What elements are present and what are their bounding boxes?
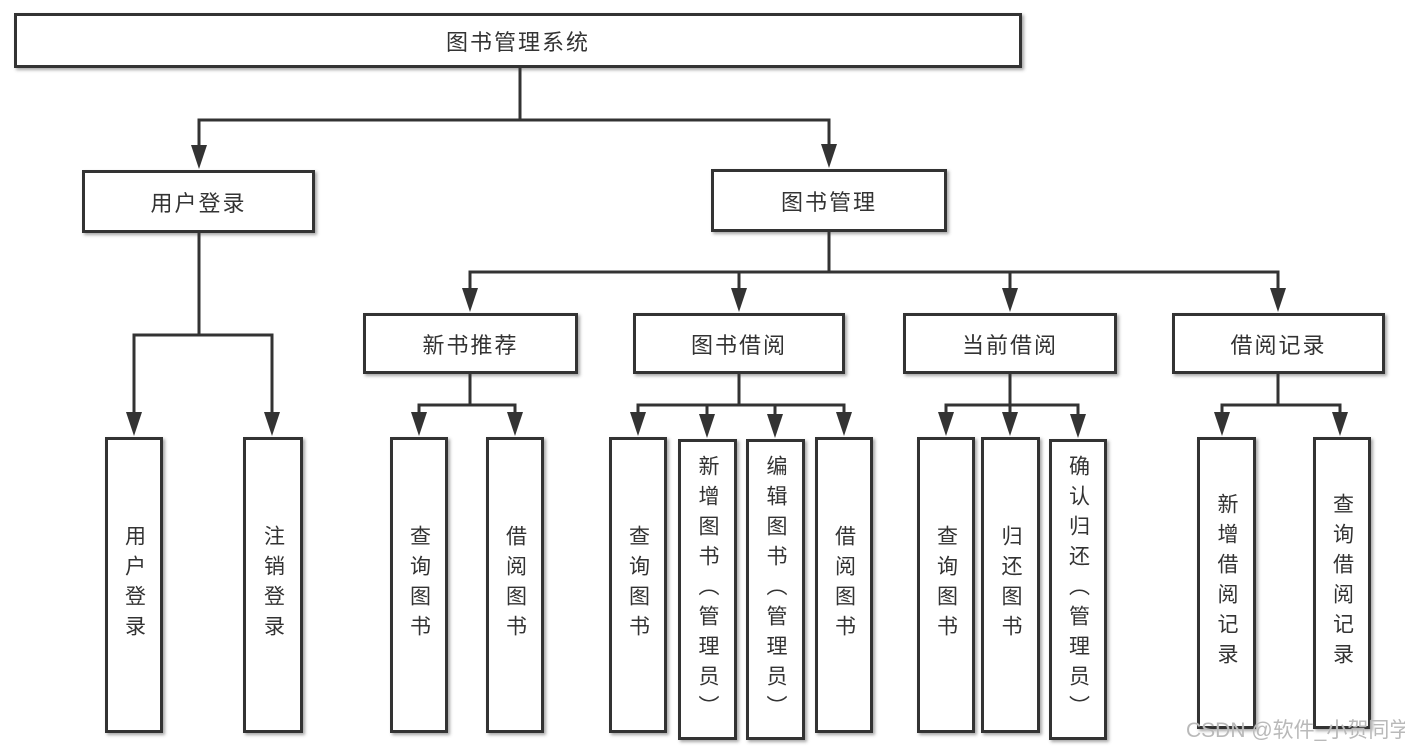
csdn-watermark: CSDN @软件_小贺同学 <box>1186 719 1405 742</box>
leaf-query-borrow-record-label: 查询借阅记录 <box>1330 493 1354 673</box>
leaf-confirm-return-admin: 确认归还（管理员） <box>1049 439 1107 740</box>
arrowheads <box>126 144 1348 438</box>
node-book-borrow: 图书借阅 <box>633 313 845 374</box>
node-book-management: 图书管理 <box>711 169 947 232</box>
leaf-query-book-borrow: 查询图书 <box>609 437 667 733</box>
leaf-user-login: 用户登录 <box>105 437 163 733</box>
leaf-return-book: 归还图书 <box>981 437 1040 733</box>
node-current-borrow-label: 当前借阅 <box>961 332 1058 358</box>
node-library-system-label: 图书管理系统 <box>445 29 590 55</box>
connector-new-book-branch <box>417 374 517 416</box>
leaf-add-book-admin: 新增图书（管理员） <box>678 439 737 740</box>
connector-user-login-branch <box>132 233 274 416</box>
leaf-user-login-label: 用户登录 <box>122 525 146 645</box>
node-borrow-records-label: 借阅记录 <box>1230 332 1327 358</box>
leaf-query-book-current: 查询图书 <box>917 437 975 733</box>
leaf-add-borrow-record-label: 新增借阅记录 <box>1215 493 1238 673</box>
connector-book-borrow-branch <box>636 374 846 418</box>
leaf-query-book-current-label: 查询图书 <box>934 525 958 645</box>
connector-book-management-branch <box>468 232 1280 293</box>
leaf-edit-book-admin-label: 编辑图书（管理员） <box>764 454 787 725</box>
leaf-logout-label: 注销登录 <box>261 525 285 645</box>
connector-current-borrow-branch <box>944 374 1080 418</box>
leaf-query-book-recommend-label: 查询图书 <box>407 525 431 645</box>
node-borrow-records: 借阅记录 <box>1172 313 1385 374</box>
node-library-system: 图书管理系统 <box>14 13 1022 68</box>
leaf-add-book-admin-label: 新增图书（管理员） <box>696 454 719 725</box>
leaf-add-borrow-record: 新增借阅记录 <box>1197 437 1256 729</box>
node-book-management-label: 图书管理 <box>780 189 877 215</box>
leaf-borrow-book: 借阅图书 <box>815 437 873 733</box>
node-current-borrow: 当前借阅 <box>903 313 1117 374</box>
leaf-borrow-book-recommend-label: 借阅图书 <box>503 525 527 645</box>
leaf-confirm-return-admin-label: 确认归还（管理员） <box>1066 454 1090 725</box>
leaf-return-book-label: 归还图书 <box>999 525 1022 645</box>
node-user-login-label: 用户登录 <box>150 190 247 216</box>
node-new-book-recommend: 新书推荐 <box>363 313 578 374</box>
leaf-borrow-book-label: 借阅图书 <box>832 525 856 645</box>
leaf-query-book-recommend: 查询图书 <box>390 437 448 733</box>
leaf-query-book-borrow-label: 查询图书 <box>626 525 650 645</box>
leaf-edit-book-admin: 编辑图书（管理员） <box>746 439 805 740</box>
leaf-borrow-book-recommend: 借阅图书 <box>486 437 544 733</box>
leaf-query-borrow-record: 查询借阅记录 <box>1313 437 1371 729</box>
node-new-book-recommend-label: 新书推荐 <box>422 332 519 358</box>
connector-borrow-record-branch <box>1220 374 1342 416</box>
node-book-borrow-label: 图书借阅 <box>690 332 787 358</box>
node-user-login: 用户登录 <box>82 170 315 233</box>
leaf-logout: 注销登录 <box>243 437 303 733</box>
connector-root-to-level2 <box>197 68 831 150</box>
